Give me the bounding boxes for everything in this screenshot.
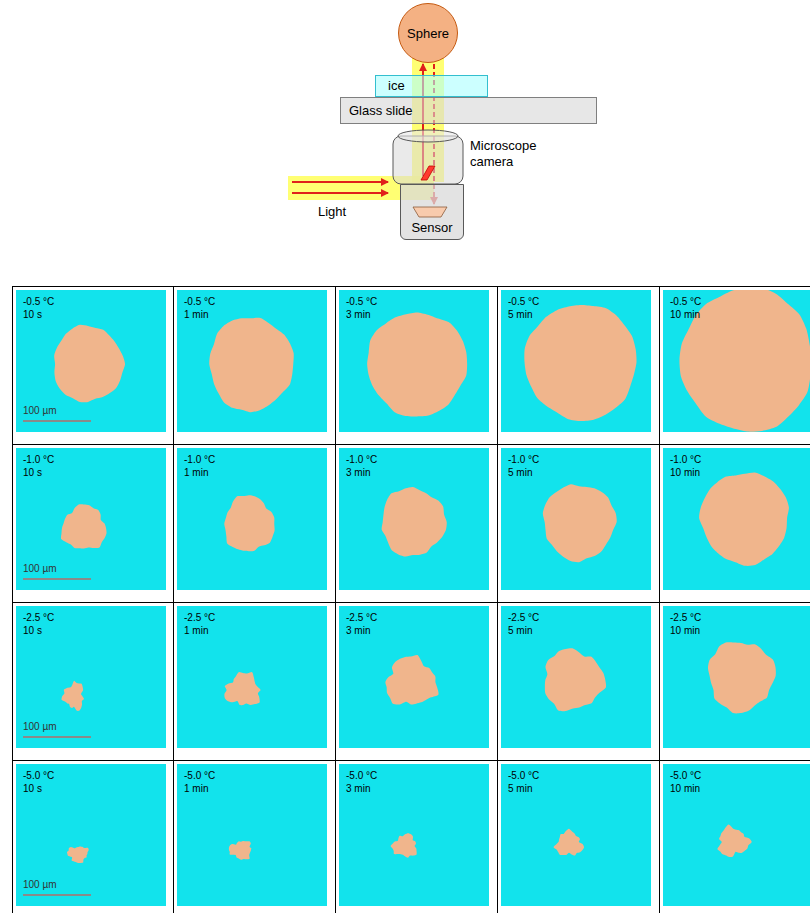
micrograph-panel: -1.0 °C10 min xyxy=(663,448,810,590)
temperature-label: -1.0 °C xyxy=(184,453,327,466)
camera-body xyxy=(388,128,468,190)
micrograph-panel: -5.0 °C1 min xyxy=(177,764,327,906)
microscope-camera: Microscope camera xyxy=(388,128,558,190)
time-label: 10 min xyxy=(670,624,810,637)
time-label: 1 min xyxy=(184,782,327,795)
temperature-label: -2.5 °C xyxy=(184,611,327,624)
time-label: 5 min xyxy=(508,308,651,321)
node-label: Sensor xyxy=(401,220,463,235)
mirror xyxy=(421,166,435,180)
temperature-label: -5.0 °C xyxy=(23,769,166,782)
node-label: Microscope camera xyxy=(470,138,550,170)
micrograph-panel: -2.5 °C1 min xyxy=(177,606,327,748)
temperature-label: -2.5 °C xyxy=(670,611,810,624)
time-label: 10 s xyxy=(23,782,166,795)
time-label: 1 min xyxy=(184,308,327,321)
time-label: 5 min xyxy=(508,782,651,795)
time-label: 10 s xyxy=(23,466,166,479)
time-label: 10 min xyxy=(670,782,810,795)
temperature-label: -0.5 °C xyxy=(184,295,327,308)
time-label: 3 min xyxy=(346,466,489,479)
temperature-label: -5.0 °C xyxy=(346,769,489,782)
temperature-label: -5.0 °C xyxy=(184,769,327,782)
temperature-label: -1.0 °C xyxy=(508,453,651,466)
scale-bar-label: 100 µm xyxy=(23,720,91,738)
time-label: 10 min xyxy=(670,466,810,479)
time-label: 3 min xyxy=(346,308,489,321)
time-label: 5 min xyxy=(508,466,651,479)
temperature-label: -0.5 °C xyxy=(23,295,166,308)
temperature-label: -2.5 °C xyxy=(23,611,166,624)
scale-bar-label: 100 µm xyxy=(23,562,91,580)
micrograph-panel: -2.5 °C10 s 100 µm xyxy=(16,606,166,748)
node-label: Glass slide xyxy=(349,103,596,118)
time-label: 1 min xyxy=(184,624,327,637)
temperature-label: -1.0 °C xyxy=(670,453,810,466)
micrograph-panel: -0.5 °C10 s 100 µm xyxy=(16,290,166,432)
temperature-label: -0.5 °C xyxy=(508,295,651,308)
temperature-label: -0.5 °C xyxy=(346,295,489,308)
micrograph-panel: -5.0 °C10 min xyxy=(663,764,810,906)
micrograph-panel: -2.5 °C5 min xyxy=(501,606,651,748)
time-label: 5 min xyxy=(508,624,651,637)
time-label: 1 min xyxy=(184,466,327,479)
micrograph-panel: -5.0 °C5 min xyxy=(501,764,651,906)
temperature-label: -2.5 °C xyxy=(508,611,651,624)
sensor-box: Sensor xyxy=(400,184,464,240)
scale-bar-label: 100 µm xyxy=(23,878,91,896)
temperature-label: -5.0 °C xyxy=(670,769,810,782)
time-label: 3 min xyxy=(346,782,489,795)
time-label: 3 min xyxy=(346,624,489,637)
micrograph-panel: -0.5 °C3 min xyxy=(339,290,489,432)
temperature-label: -2.5 °C xyxy=(346,611,489,624)
micrograph-panel: -1.0 °C10 s 100 µm xyxy=(16,448,166,590)
micrograph-panel: -5.0 °C10 s 100 µm xyxy=(16,764,166,906)
scale-bar-label: 100 µm xyxy=(23,404,91,422)
time-label: 10 s xyxy=(23,624,166,637)
micrograph-panel: -2.5 °C10 min xyxy=(663,606,810,748)
micrograph-panel: -1.0 °C5 min xyxy=(501,448,651,590)
micrograph-panel: -5.0 °C3 min xyxy=(339,764,489,906)
glass-slide: Glass slide xyxy=(340,97,597,124)
micrograph-panel: -0.5 °C10 min xyxy=(663,290,810,432)
micrograph-panel: -0.5 °C1 min xyxy=(177,290,327,432)
sphere-circle: Sphere xyxy=(398,3,458,63)
micrograph-panel: -1.0 °C3 min xyxy=(339,448,489,590)
ice-layer: ice xyxy=(375,75,488,97)
node-label: ice xyxy=(388,78,487,93)
micrograph-panel: -1.0 °C1 min xyxy=(177,448,327,590)
temperature-label: -1.0 °C xyxy=(346,453,489,466)
node-label: Sphere xyxy=(407,26,449,41)
time-label: 10 min xyxy=(670,308,810,321)
micrograph-panel: -2.5 °C3 min xyxy=(339,606,489,748)
micrograph-panel: -0.5 °C5 min xyxy=(501,290,651,432)
light-label: Light xyxy=(318,204,346,219)
temperature-label: -1.0 °C xyxy=(23,453,166,466)
time-label: 10 s xyxy=(23,308,166,321)
temperature-label: -0.5 °C xyxy=(670,295,810,308)
temperature-label: -5.0 °C xyxy=(508,769,651,782)
